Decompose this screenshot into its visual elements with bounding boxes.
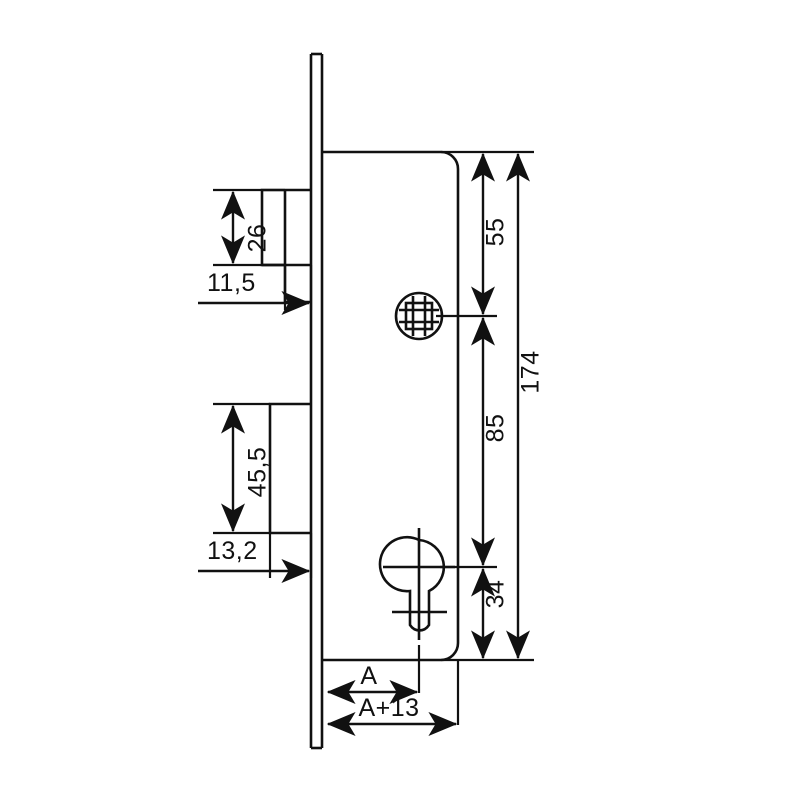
dimension-label-45-5: 45,5 — [244, 447, 272, 498]
dimension-label-A: A — [360, 662, 377, 690]
dimension-label-13-2: 13,2 — [207, 537, 258, 565]
lock-case-body — [322, 150, 460, 662]
dimension-label-11-5: 11,5 — [207, 269, 256, 297]
dimension-label-85: 85 — [482, 414, 510, 443]
square-follower-hole — [394, 291, 444, 341]
dimension-label-26: 26 — [244, 224, 272, 253]
faceplate — [309, 52, 324, 750]
dimension-label-34: 34 — [482, 580, 510, 609]
dimension-labels: 26 11,5 45,5 13,2 55 85 34 174 A A+13 — [207, 218, 545, 722]
dimension-label-55: 55 — [482, 218, 510, 247]
dimension-arrows — [198, 152, 530, 736]
euro-profile-cylinder-hole — [378, 528, 455, 640]
dimension-label-A-plus-13: A+13 — [358, 694, 419, 722]
dead-bolt — [268, 402, 311, 535]
dimension-label-174: 174 — [517, 350, 545, 393]
